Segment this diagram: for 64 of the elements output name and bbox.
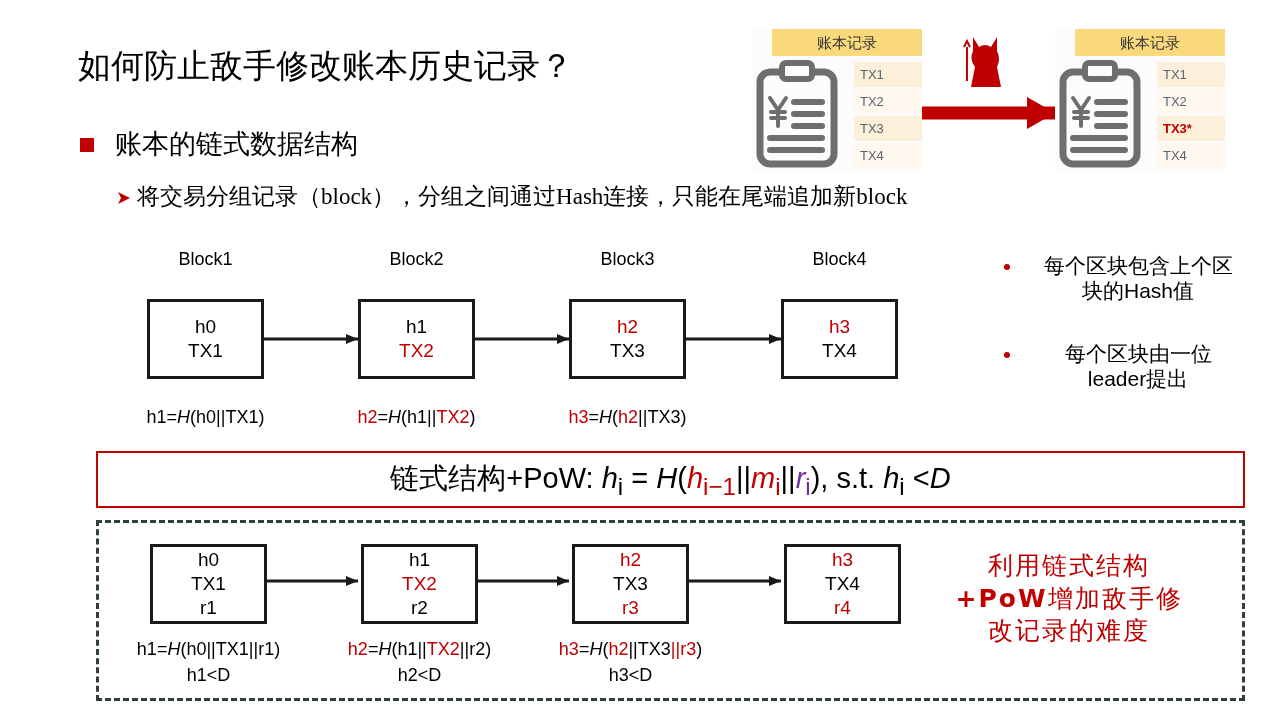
box-text: TX3: [613, 572, 648, 596]
hash-formula: h2=H(h1||TX2||r2): [346, 639, 493, 660]
table-cell: TX4: [854, 143, 922, 168]
bullet-heading: 账本的链式数据结构: [115, 128, 358, 161]
box-text: h2: [616, 315, 639, 339]
difficulty-condition: h2<D: [396, 665, 443, 686]
arrow: [922, 97, 1055, 129]
block-box: [150, 544, 267, 624]
hash-formula: h1=H(h0||TX1): [145, 407, 266, 428]
slide-title: 如何防止敌手修改账本历史记录？: [78, 46, 573, 86]
block-box: [569, 299, 686, 379]
block-label: Block2: [388, 249, 445, 270]
bullet-text: 每个区块包含上个区块的Hash值: [1042, 253, 1234, 304]
hash-formula: h3=H(h2||TX3): [567, 407, 688, 428]
block-box: [147, 299, 264, 379]
box-text: h3: [828, 315, 851, 339]
hash-formula: h3=H(h2||TX3||r3): [557, 639, 704, 660]
box-text: h0: [197, 548, 220, 572]
box-text: h1: [408, 548, 431, 572]
bullet-text: 将交易分组记录（block），分组之间通过Hash连接，只能在尾端追加新block: [137, 183, 908, 211]
difficulty-condition: h3<D: [607, 665, 654, 686]
box-text: h1: [405, 315, 428, 339]
table-cell: TX2: [854, 89, 922, 114]
table-cell: TX1: [854, 62, 922, 87]
block-label: Block4: [811, 249, 868, 270]
block-box: [361, 544, 478, 624]
block-box: [358, 299, 475, 379]
arrow: [475, 334, 569, 344]
box-text: TX4: [825, 572, 860, 596]
hash-formula: h2=H(h1||TX2): [356, 407, 477, 428]
note-text: 利用链式结构+PoW增加敌手修改记录的难度: [954, 550, 1184, 647]
block-box: [784, 544, 901, 624]
formula-box: [96, 451, 1245, 508]
box-text: r1: [200, 596, 217, 620]
bullet-text: 每个区块由一位leader提出: [1063, 341, 1213, 392]
table-header: 账本记录: [772, 29, 922, 56]
table-cell: TX2: [1157, 89, 1225, 114]
box-text: TX2: [402, 572, 437, 596]
block-box: [781, 299, 898, 379]
box-text: h3: [831, 548, 854, 572]
arrow: [686, 334, 781, 344]
box-text: TX1: [191, 572, 226, 596]
table-cell: TX4: [1157, 143, 1225, 168]
box-text: TX3: [610, 339, 645, 363]
box-text: r3: [622, 596, 639, 620]
table-cell: TX1: [1157, 62, 1225, 87]
block-label: Block1: [177, 249, 234, 270]
hash-formula: h1=H(h0||TX1||r1): [135, 639, 282, 660]
box-text: TX2: [399, 339, 434, 363]
box-text: h2: [619, 548, 642, 572]
box-text: TX4: [822, 339, 857, 363]
box-text: r4: [834, 596, 851, 620]
block-label: Block3: [599, 249, 656, 270]
block-box: [572, 544, 689, 624]
formula-text: 链式结构+PoW: h$_{i}$ = H(h$_{i−1}$||m$_{i}$||r$_{i}$), s.t. h$_{i}$ <D: [390, 460, 951, 501]
box-text: TX1: [188, 339, 223, 363]
dashed-frame: [96, 520, 1245, 701]
table-header: 账本记录: [1075, 29, 1225, 56]
box-text: h0: [194, 315, 217, 339]
arrow: [264, 334, 358, 344]
difficulty-condition: h1<D: [185, 665, 232, 686]
table-cell: TX3*: [1157, 116, 1225, 141]
box-text: r2: [411, 596, 428, 620]
table-cell: TX3: [854, 116, 922, 141]
